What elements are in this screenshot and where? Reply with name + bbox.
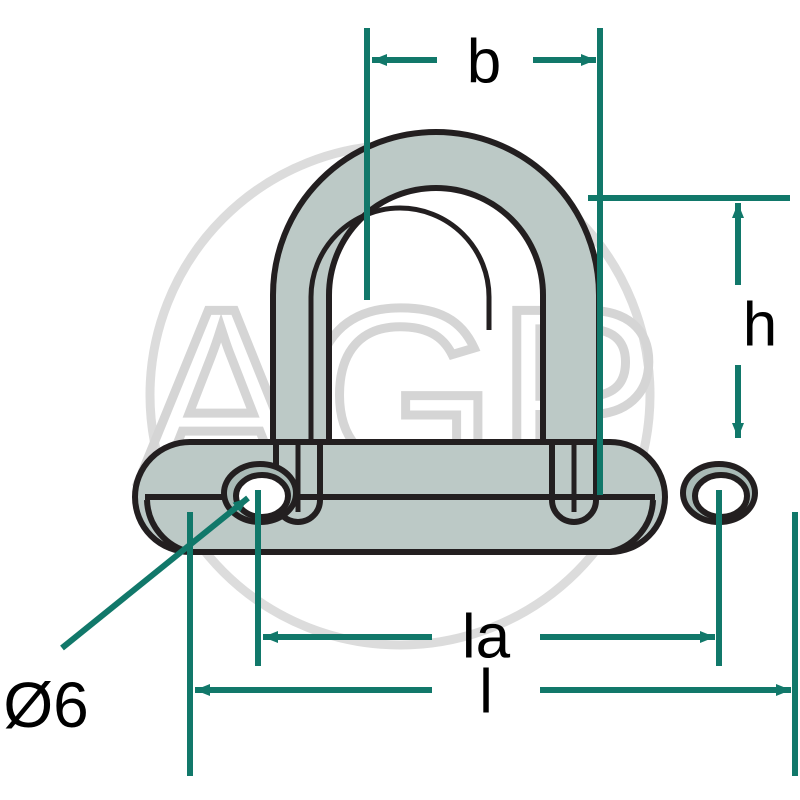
dimension-la: la [255, 490, 722, 672]
dimension-label-l: l [479, 658, 493, 727]
dimension-label-h: h [743, 291, 777, 360]
wire-loop [270, 129, 602, 508]
dimension-label-la: la [462, 603, 511, 672]
dimension-h: h [588, 195, 790, 438]
part-geometry [132, 129, 758, 555]
dimension-b: b [364, 28, 603, 495]
mounting-hole-left [221, 461, 299, 525]
dimension-label-b: b [467, 28, 501, 97]
dimension-l: l [187, 512, 798, 776]
dimension-label-hole-diameter: Ø6 [3, 669, 88, 741]
leader-line-hole-diameter [60, 495, 250, 651]
callout-hole-diameter: Ø6 [3, 495, 250, 741]
